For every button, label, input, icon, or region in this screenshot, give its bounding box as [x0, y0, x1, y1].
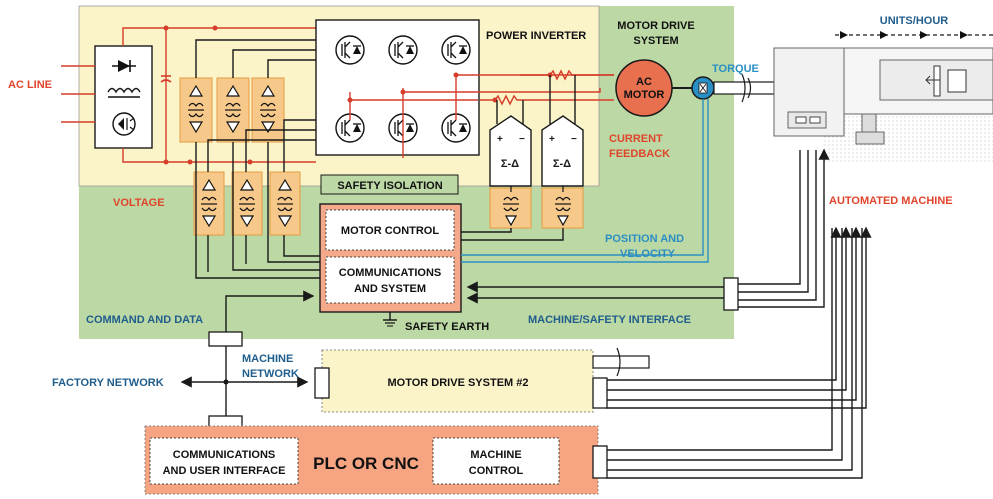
machine-network-label-1: MACHINE — [242, 353, 293, 365]
torque-label: TORQUE — [712, 63, 759, 75]
svg-text:−: − — [571, 134, 577, 145]
machine-io-wires — [606, 226, 872, 479]
comm-ui-label-2: AND USER INTERFACE — [163, 465, 286, 477]
rectifier-block — [94, 45, 153, 149]
motor-drive-system-label-2: SYSTEM — [633, 35, 678, 47]
igbt-switch — [335, 35, 365, 65]
ac-motor-label-2: MOTOR — [624, 89, 665, 101]
voltage-label: VOLTAGE — [113, 197, 165, 209]
gate-isolator — [231, 171, 263, 236]
command-data-label: COMMAND AND DATA — [86, 314, 203, 326]
current-feedback-label-2: FEEDBACK — [609, 148, 670, 160]
ac-motor-label-1: AC — [636, 76, 652, 88]
ac-motor — [615, 59, 673, 117]
machine-control-label-2: CONTROL — [469, 465, 524, 477]
safety-isolation-box — [320, 174, 459, 195]
igbt-switches — [335, 35, 471, 143]
svg-text:Σ-Δ: Σ-Δ — [501, 158, 519, 170]
command-data-connector — [208, 331, 243, 347]
motor-shaft — [713, 81, 775, 95]
machine-control-label-1: MACHINE — [470, 449, 521, 461]
position-velocity-label-2: VELOCITY — [620, 248, 676, 260]
comm-user-interface-box — [149, 437, 299, 485]
automated-machine-label: AUTOMATED MACHINE — [829, 195, 953, 207]
communications-system-label-1: COMMUNICATIONS — [339, 267, 441, 279]
automated-machine-graphic — [773, 31, 993, 162]
svg-text:+: + — [497, 134, 503, 145]
safety-isolation-label: SAFETY ISOLATION — [337, 180, 442, 192]
machine-network-label-2: NETWORK — [242, 368, 299, 380]
motor-drive-2-label: MOTOR DRIVE SYSTEM #2 — [388, 377, 529, 389]
drive2-shaft — [592, 355, 650, 369]
gate-isolator — [216, 77, 250, 143]
motor-control-box — [325, 209, 455, 251]
factory-network-label: FACTORY NETWORK — [52, 377, 164, 389]
communications-system-box — [325, 256, 455, 304]
sigma-delta-adc-1: + − Σ-Δ — [489, 100, 532, 187]
machine-safety-connector — [723, 277, 739, 311]
ac-line-label: AC LINE — [8, 79, 52, 91]
machine-safety-interface-label: MACHINE/SAFETY INTERFACE — [528, 314, 691, 326]
units-hour-label: UNITS/HOUR — [880, 15, 949, 27]
gate-isolator — [269, 171, 301, 236]
gate-isolator — [193, 171, 225, 236]
svg-text:+: + — [549, 134, 555, 145]
gate-control-wires — [195, 39, 320, 279]
gate-isolator — [179, 77, 213, 143]
current-feedback-label-1: CURRENT — [609, 133, 663, 145]
adc-isolator-glyph — [503, 186, 519, 227]
adc-isolator-glyph — [555, 186, 571, 227]
motor-control-label: MOTOR CONTROL — [341, 225, 439, 237]
gate-driver-isolators-bottom — [193, 171, 301, 236]
svg-text:−: − — [519, 134, 525, 145]
power-inverter-label: POWER INVERTER — [486, 30, 586, 42]
gate-isolator — [251, 77, 285, 143]
machine-control-box — [432, 437, 560, 485]
igbt-switch — [335, 113, 365, 143]
motor-drive-system-label-1: MOTOR DRIVE — [617, 20, 694, 32]
safety-earth-symbol — [383, 312, 397, 327]
plc-io-connector — [592, 445, 608, 479]
position-velocity-label-1: POSITION AND — [605, 233, 684, 245]
svg-text:Σ-Δ: Σ-Δ — [553, 158, 571, 170]
communications-system-label-2: AND SYSTEM — [354, 283, 426, 295]
gate-driver-isolators-top — [179, 77, 285, 143]
sigma-delta-adc-2: + − Σ-Δ — [541, 75, 584, 187]
drive2-io-connector — [592, 377, 608, 409]
motor-drive-system-2 — [321, 349, 594, 413]
igbt-switch — [441, 35, 471, 65]
plc-cnc-label: PLC OR CNC — [313, 454, 419, 473]
igbt-switch — [388, 35, 418, 65]
drive2-network-connector — [314, 367, 330, 399]
safety-earth-label: SAFETY EARTH — [405, 321, 489, 333]
comm-ui-label-1: COMMUNICATIONS — [173, 449, 275, 461]
